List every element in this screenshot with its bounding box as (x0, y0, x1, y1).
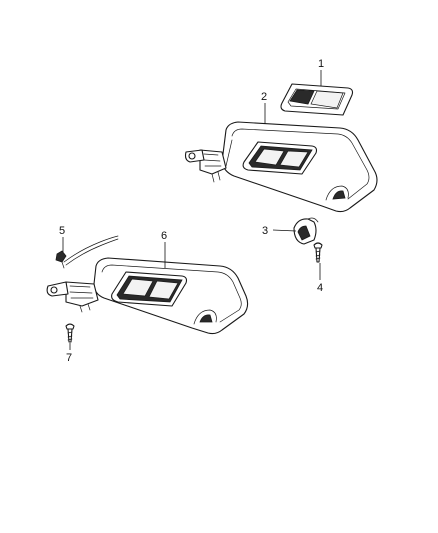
callout-2: 2 (261, 91, 267, 103)
mirror-cover-part-1 (280, 83, 354, 116)
screw-part-7 (65, 323, 75, 343)
callout-labels: 1 2 3 4 5 6 7 (59, 58, 324, 364)
callout-6: 6 (161, 230, 167, 242)
leader-lines (62, 70, 322, 350)
callout-3: 3 (262, 225, 268, 237)
callout-4: 4 (317, 282, 323, 294)
sun-visor-part-6 (46, 235, 249, 335)
callout-5: 5 (59, 225, 65, 237)
screw-part-4 (313, 242, 323, 263)
callout-7: 7 (66, 352, 72, 364)
wire-clip-part-5 (55, 250, 67, 269)
visor-clip-part-3 (293, 217, 319, 245)
callout-1: 1 (318, 58, 324, 70)
sun-visor-part-2 (184, 121, 378, 213)
